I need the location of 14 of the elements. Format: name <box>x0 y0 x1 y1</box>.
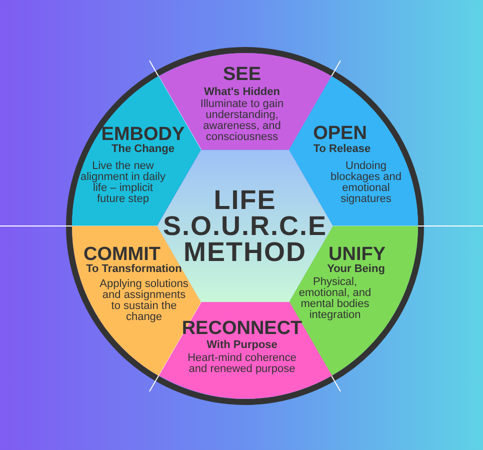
segment-title: SEE <box>222 64 262 86</box>
segment-subtitle: To Transformation <box>86 263 182 275</box>
segment-title: COMMIT <box>83 244 161 265</box>
segment-subtitle: What's Hidden <box>204 86 280 98</box>
segment-description: Undoing blockages and emotional signatures <box>330 160 402 205</box>
segment-title: UNIFY <box>328 244 386 265</box>
segment-subtitle: To Release <box>313 142 371 155</box>
segment-subtitle: Your Being <box>327 263 385 275</box>
segment-description: Heart-mind coherence and renewed purpose <box>186 352 298 375</box>
segment-subtitle: The Change <box>112 142 174 155</box>
segment-description: Illuminate to gain understanding, awareness, and consciousness <box>199 99 285 143</box>
segment-subtitle: With Purpose <box>206 338 278 351</box>
segment-title: EMBODY <box>101 124 185 145</box>
segment-title: OPEN <box>313 122 367 144</box>
